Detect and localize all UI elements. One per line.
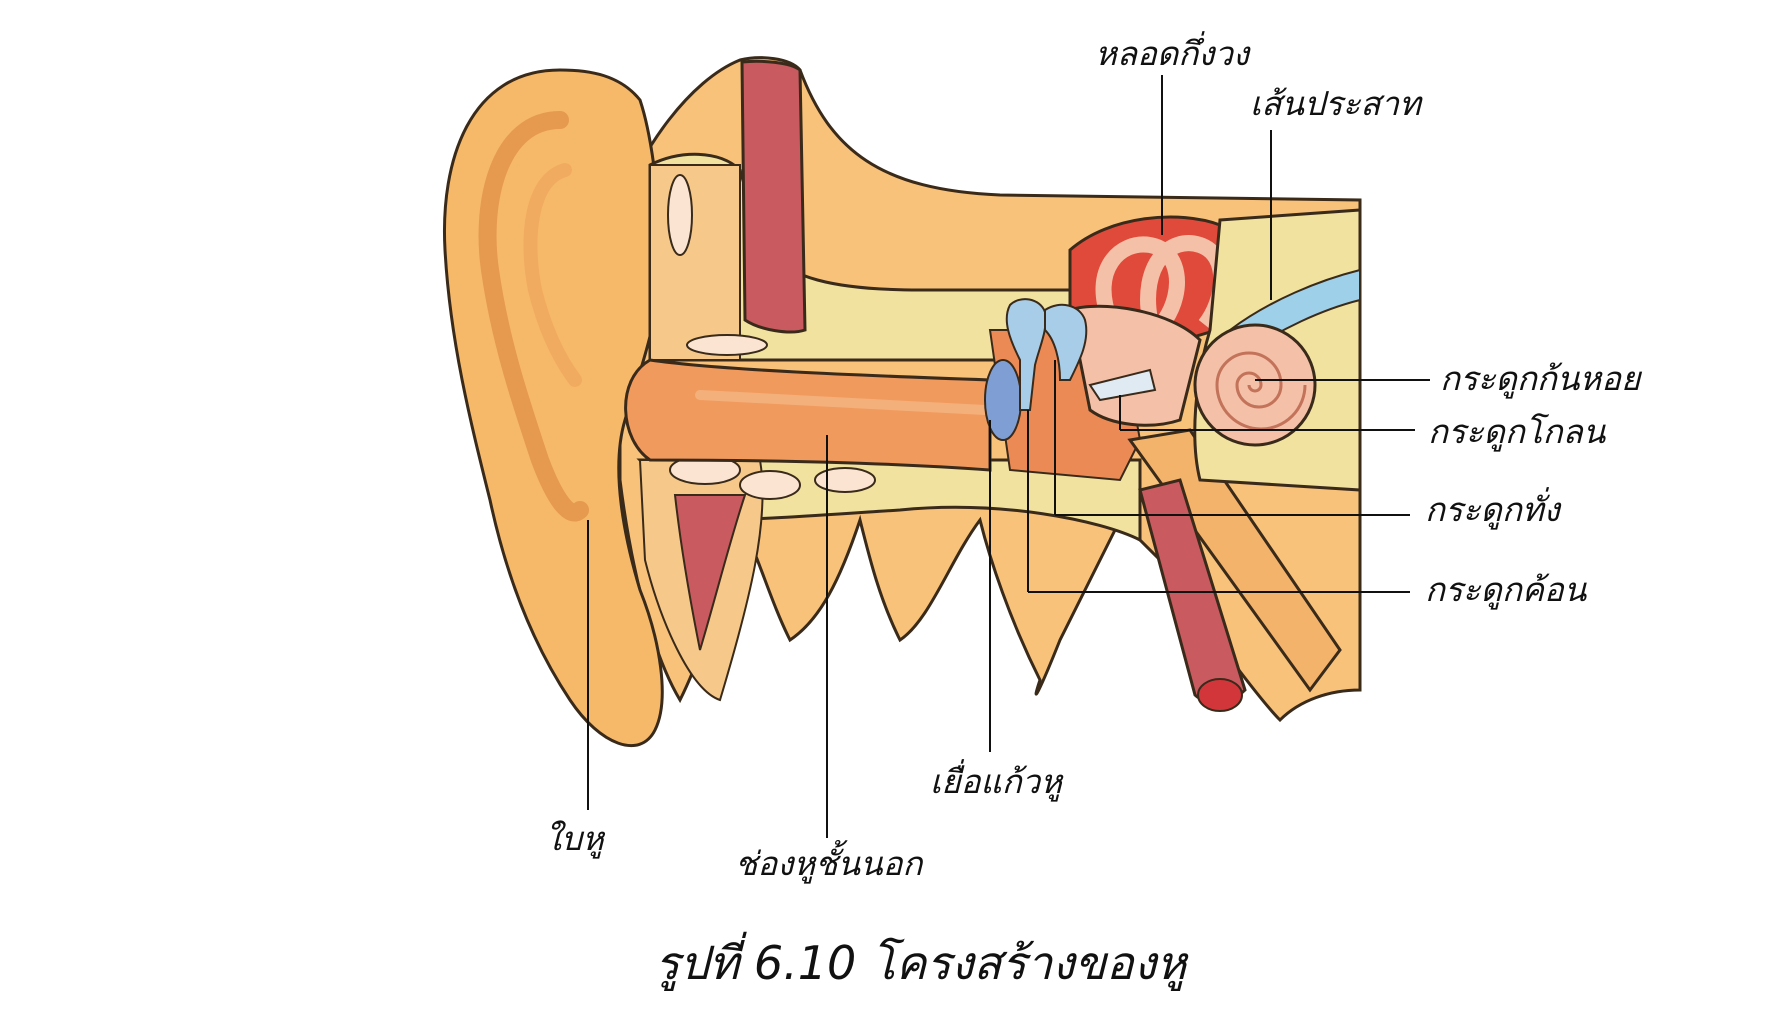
pinna-inner bbox=[523, 163, 582, 387]
label-cochlea: กระดูกก้นหอย bbox=[1440, 359, 1641, 398]
upper-muscle bbox=[740, 59, 807, 334]
figure-caption: รูปที่ 6.10 โครงสร้างของหู bbox=[655, 936, 1187, 990]
semicircular-canal-1 bbox=[1095, 236, 1185, 325]
cartilage-4 bbox=[739, 470, 801, 500]
label-semicircular-canals: หลอดกึ่งวง bbox=[1095, 34, 1249, 73]
label-stapes: กระดูกโกลน bbox=[1428, 412, 1606, 451]
label-malleus: กระดูกค้อน bbox=[1425, 570, 1587, 609]
label-pinna: ใบหู bbox=[545, 819, 604, 858]
upper-fat bbox=[649, 164, 741, 361]
label-eardrum: เยื่อแก้วหู bbox=[930, 762, 1062, 801]
incus-shape bbox=[1044, 303, 1088, 381]
cartilage-2 bbox=[686, 334, 768, 356]
malleus-shape bbox=[1005, 298, 1047, 411]
cartilage-5 bbox=[814, 467, 876, 493]
stapes-shape bbox=[1088, 368, 1157, 402]
vestibule bbox=[1068, 304, 1202, 427]
ear-canal-highlight bbox=[695, 390, 990, 415]
label-incus: กระดูกทั่ง bbox=[1425, 490, 1560, 529]
cartilage-1 bbox=[667, 174, 693, 256]
label-ear-canal: ช่องหูชั้นนอก bbox=[735, 844, 923, 883]
cochlea-shape bbox=[1193, 323, 1317, 447]
leader-lines bbox=[587, 75, 1430, 838]
pinna-fold bbox=[478, 111, 589, 522]
label-nerve: เส้นประสาท bbox=[1250, 84, 1421, 123]
ear-canal-shape bbox=[624, 358, 992, 472]
lower-muscle bbox=[673, 494, 747, 651]
strand-end bbox=[1197, 678, 1243, 712]
